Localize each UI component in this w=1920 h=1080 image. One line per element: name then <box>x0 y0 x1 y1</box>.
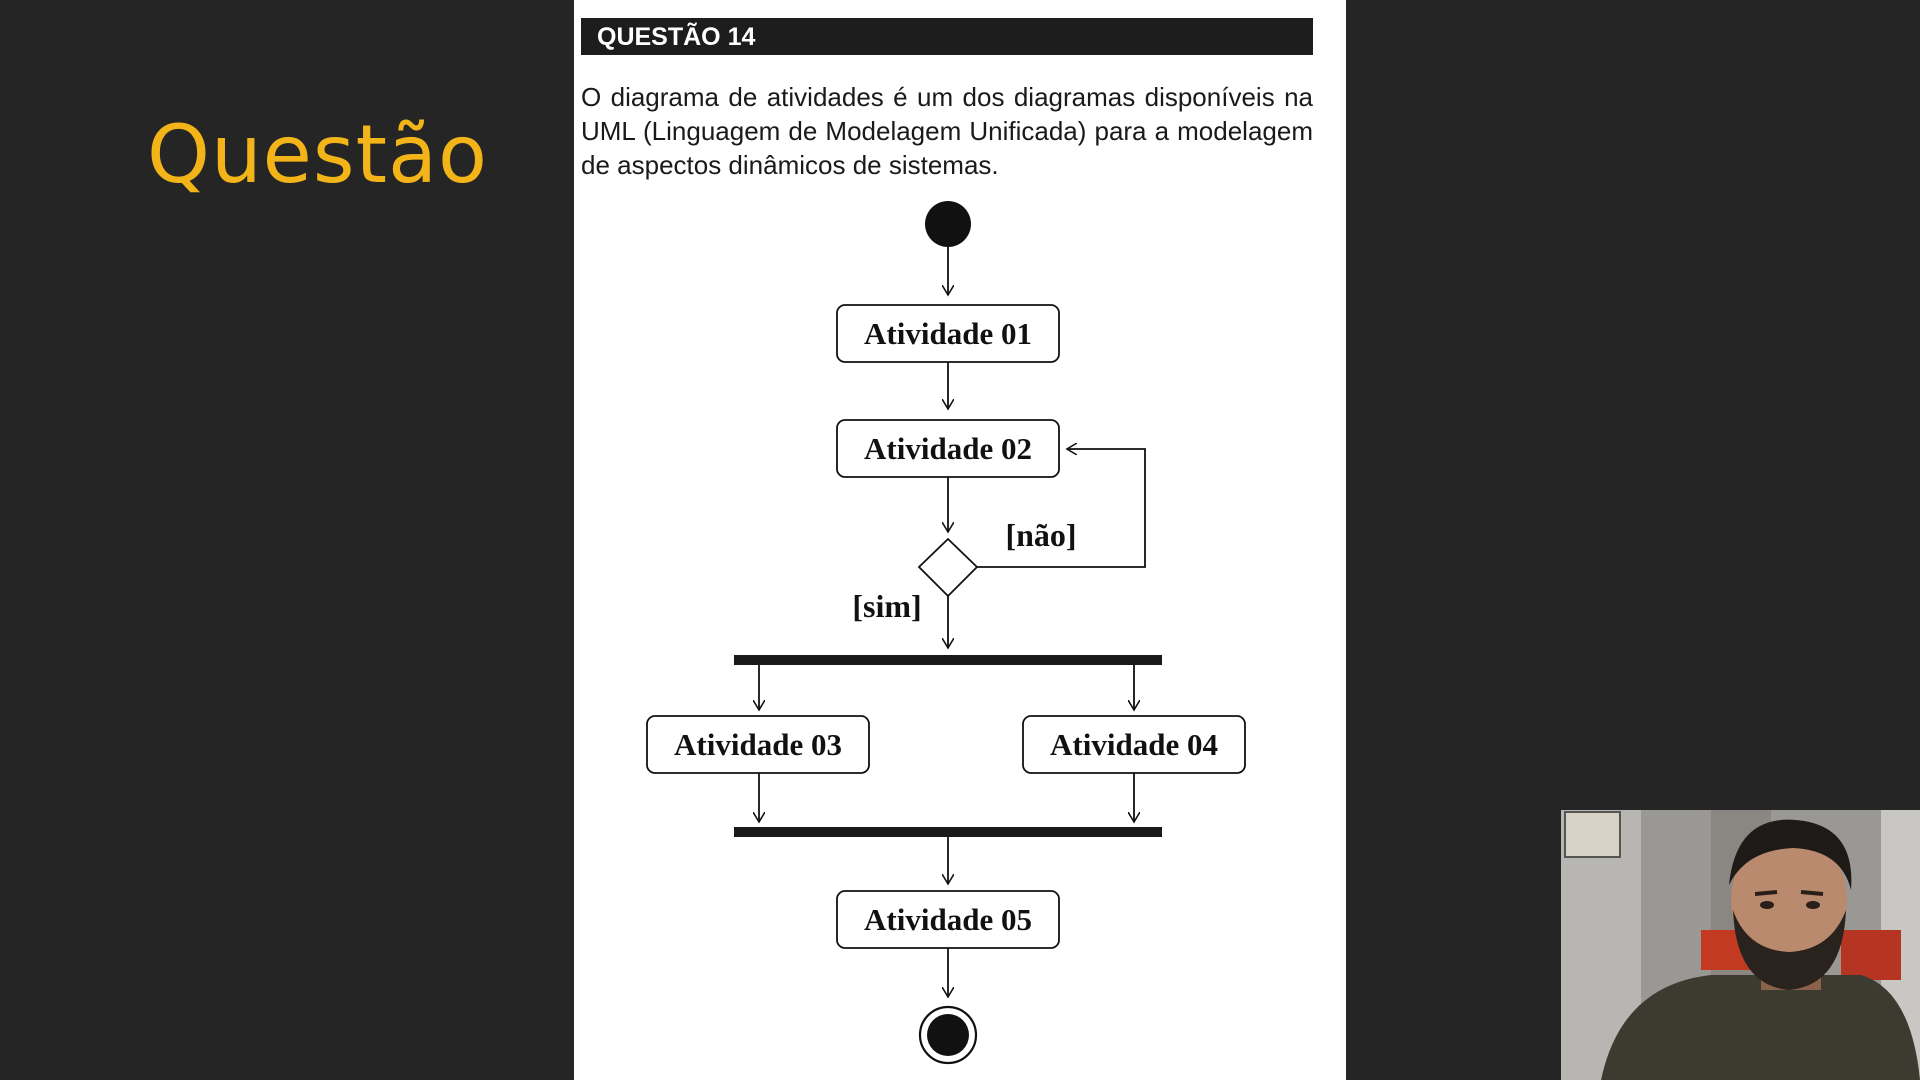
join-bar <box>734 827 1162 837</box>
slide-title: Questão <box>147 108 488 201</box>
guard-yes-label: [sim] <box>852 588 921 624</box>
activity-04: Atividade 04 <box>1022 715 1246 774</box>
webcam-image <box>1561 810 1920 1080</box>
activity-03-label: Atividade 03 <box>674 727 842 762</box>
presenter-webcam <box>1561 810 1920 1080</box>
activity-05: Atividade 05 <box>836 890 1060 949</box>
activity-05-label: Atividade 05 <box>864 902 1032 937</box>
activity-01-label: Atividade 01 <box>864 316 1032 351</box>
question-document: QUESTÃO 14 O diagrama de atividades é um… <box>574 0 1346 1080</box>
activity-02-label: Atividade 02 <box>864 431 1032 466</box>
flow-loop-back-no <box>977 449 1146 568</box>
question-text: O diagrama de atividades é um dos diagra… <box>581 82 1313 180</box>
activity-01: Atividade 01 <box>836 304 1060 363</box>
activity-04-label: Atividade 04 <box>1050 727 1218 762</box>
activity-03: Atividade 03 <box>646 715 870 774</box>
final-node <box>918 1005 978 1065</box>
fork-bar <box>734 655 1162 665</box>
initial-node <box>925 201 971 247</box>
activity-diagram: Atividade 01 Atividade 02 [não] [sim] At… <box>646 201 1246 1065</box>
activity-02: Atividade 02 <box>836 419 1060 478</box>
question-header: QUESTÃO 14 <box>581 18 1313 55</box>
decision-node <box>917 537 979 598</box>
guard-no-label: [não] <box>1005 517 1076 553</box>
